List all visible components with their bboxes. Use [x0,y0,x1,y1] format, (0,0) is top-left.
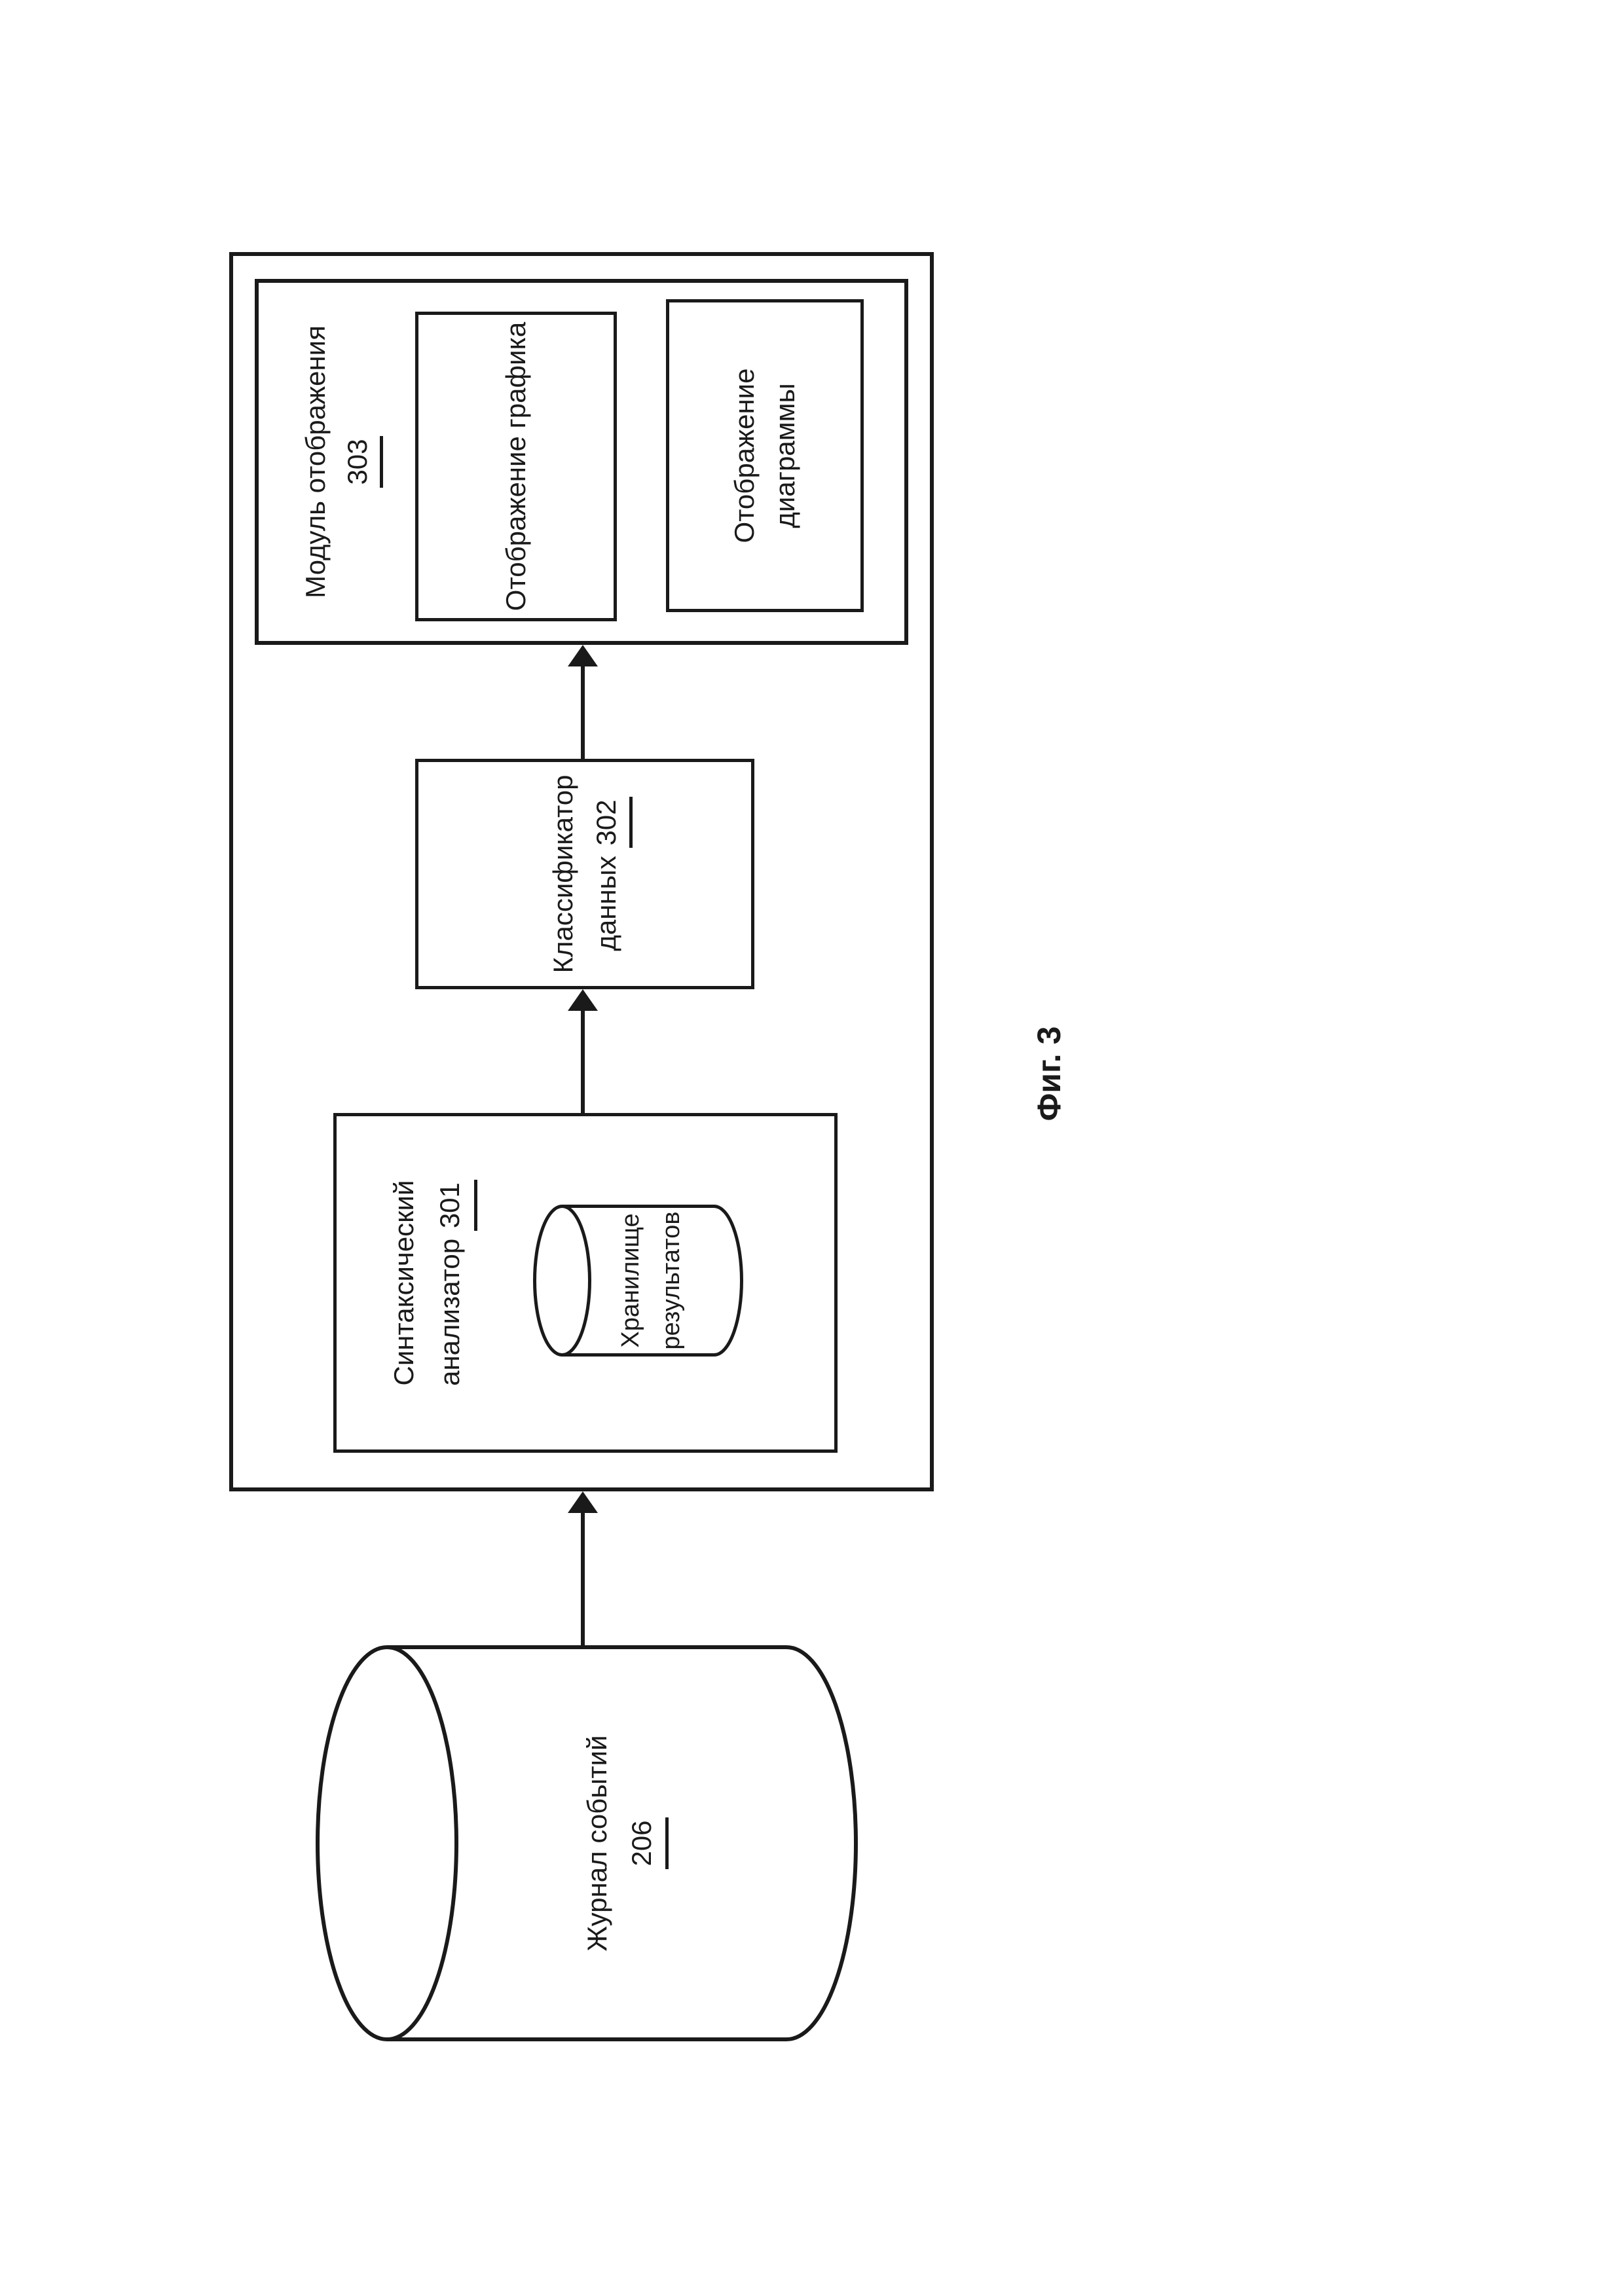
parser-title: Синтаксический [388,1180,419,1386]
results-storage-label: Хранилище результатов [610,1195,692,1366]
classifier-title: Классификатор [547,774,578,974]
graph-display-title: Отображение графика [500,321,531,611]
display-module-label: Модуль отображения 303 [295,279,383,645]
display-module-ref: 303 [337,436,383,488]
classifier-subtitle-line: данных 302 [585,759,633,989]
storage-title: Хранилище [617,1213,644,1348]
arrow-shaft [581,1011,585,1113]
figure-caption: Фиг. 3 [1031,1026,1067,1121]
event-log-ref-line: 206 [619,1645,669,2041]
classifier-ref: 302 [585,797,633,848]
display-module-title: Модуль отображения [300,325,331,598]
arrow-head-icon [568,1491,598,1513]
cylinder-body [562,1205,743,1357]
arrow-event-log-to-system [566,1491,600,1645]
display-module-ref-line: 303 [337,279,383,645]
arrow-classifier-to-display-module [566,645,600,759]
event-log-label: Журнал событий 206 [575,1645,669,2041]
arrow-shaft [581,1513,585,1645]
parser-subtitle: анализатор [434,1238,465,1386]
diagram-display-title: Отображение [729,368,760,543]
cylinder-top-rim [316,1645,458,2041]
arrow-shaft [581,666,585,759]
event-log-cylinder [316,1645,858,2041]
storage-subtitle: результатов [657,1211,685,1350]
diagram-display-subtitle: диаграммы [769,383,800,528]
graph-display-label: Отображение графика [496,312,536,621]
cylinder-top-rim [533,1205,591,1357]
cylinder-body [387,1645,858,2041]
classifier-label: Классификатор данных 302 [542,759,633,989]
arrow-parser-to-classifier [566,989,600,1113]
event-log-title: Журнал событий [581,1735,612,1952]
classifier-subtitle: данных [591,856,621,951]
parser-subtitle-line: анализатор 301 [427,1113,477,1453]
parser-ref: 301 [427,1180,477,1231]
results-storage-cylinder [533,1205,743,1357]
event-log-ref: 206 [619,1817,669,1869]
parser-label: Синтаксический анализатор 301 [381,1113,477,1453]
arrow-head-icon [568,645,598,666]
diagram-display-label: Отображение диаграммы [724,299,805,612]
arrow-head-icon [568,989,598,1011]
